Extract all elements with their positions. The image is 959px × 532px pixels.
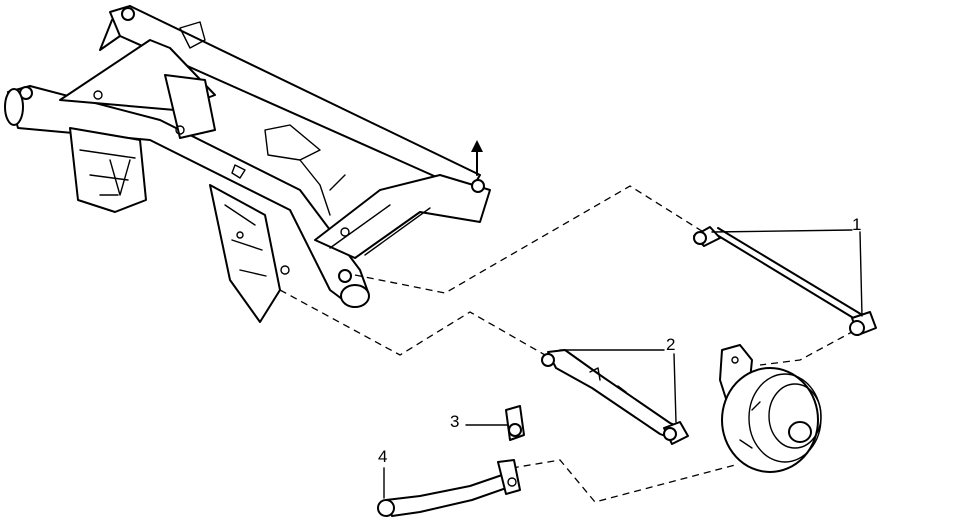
callout-label-2: 2 <box>666 335 675 354</box>
wheel-hub-assembly <box>719 344 822 473</box>
callout-4: 4 <box>378 447 387 499</box>
upper-link-rod <box>693 226 877 336</box>
callout-label-1: 1 <box>852 215 861 234</box>
assembly-guide-lines <box>279 185 866 503</box>
bushing <box>505 405 525 441</box>
lateral-link <box>541 349 689 445</box>
callout-label-3: 3 <box>450 412 459 431</box>
rear-subframe <box>4 5 491 323</box>
callout-2: 2 <box>559 335 677 423</box>
trailing-link <box>377 459 521 517</box>
callout-label-4: 4 <box>378 447 387 466</box>
callout-1: 1 <box>711 215 863 317</box>
up-arrow-icon <box>471 140 483 176</box>
callout-3: 3 <box>450 412 509 431</box>
